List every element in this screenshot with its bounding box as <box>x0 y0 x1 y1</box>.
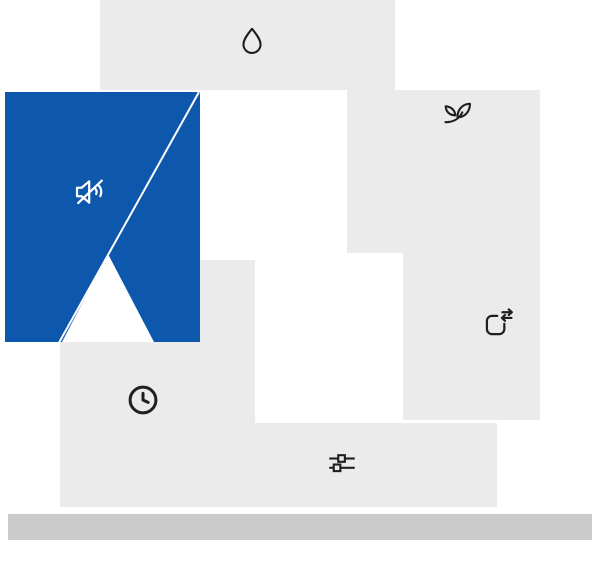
bottom-bar <box>8 514 592 540</box>
water-drop-icon <box>234 24 270 60</box>
volume-mute-icon <box>71 173 109 211</box>
leaf-icon <box>438 94 474 130</box>
tile-plug[interactable] <box>403 253 540 420</box>
tile-mute[interactable] <box>5 92 200 342</box>
clock-icon <box>125 382 161 418</box>
plug-swap-icon <box>479 304 517 342</box>
options-sliders-icon <box>324 445 360 481</box>
ribbon-graphic <box>5 92 200 342</box>
tile-options[interactable] <box>200 423 497 507</box>
tile-leaf[interactable] <box>347 90 540 253</box>
tile-water[interactable] <box>100 0 395 90</box>
